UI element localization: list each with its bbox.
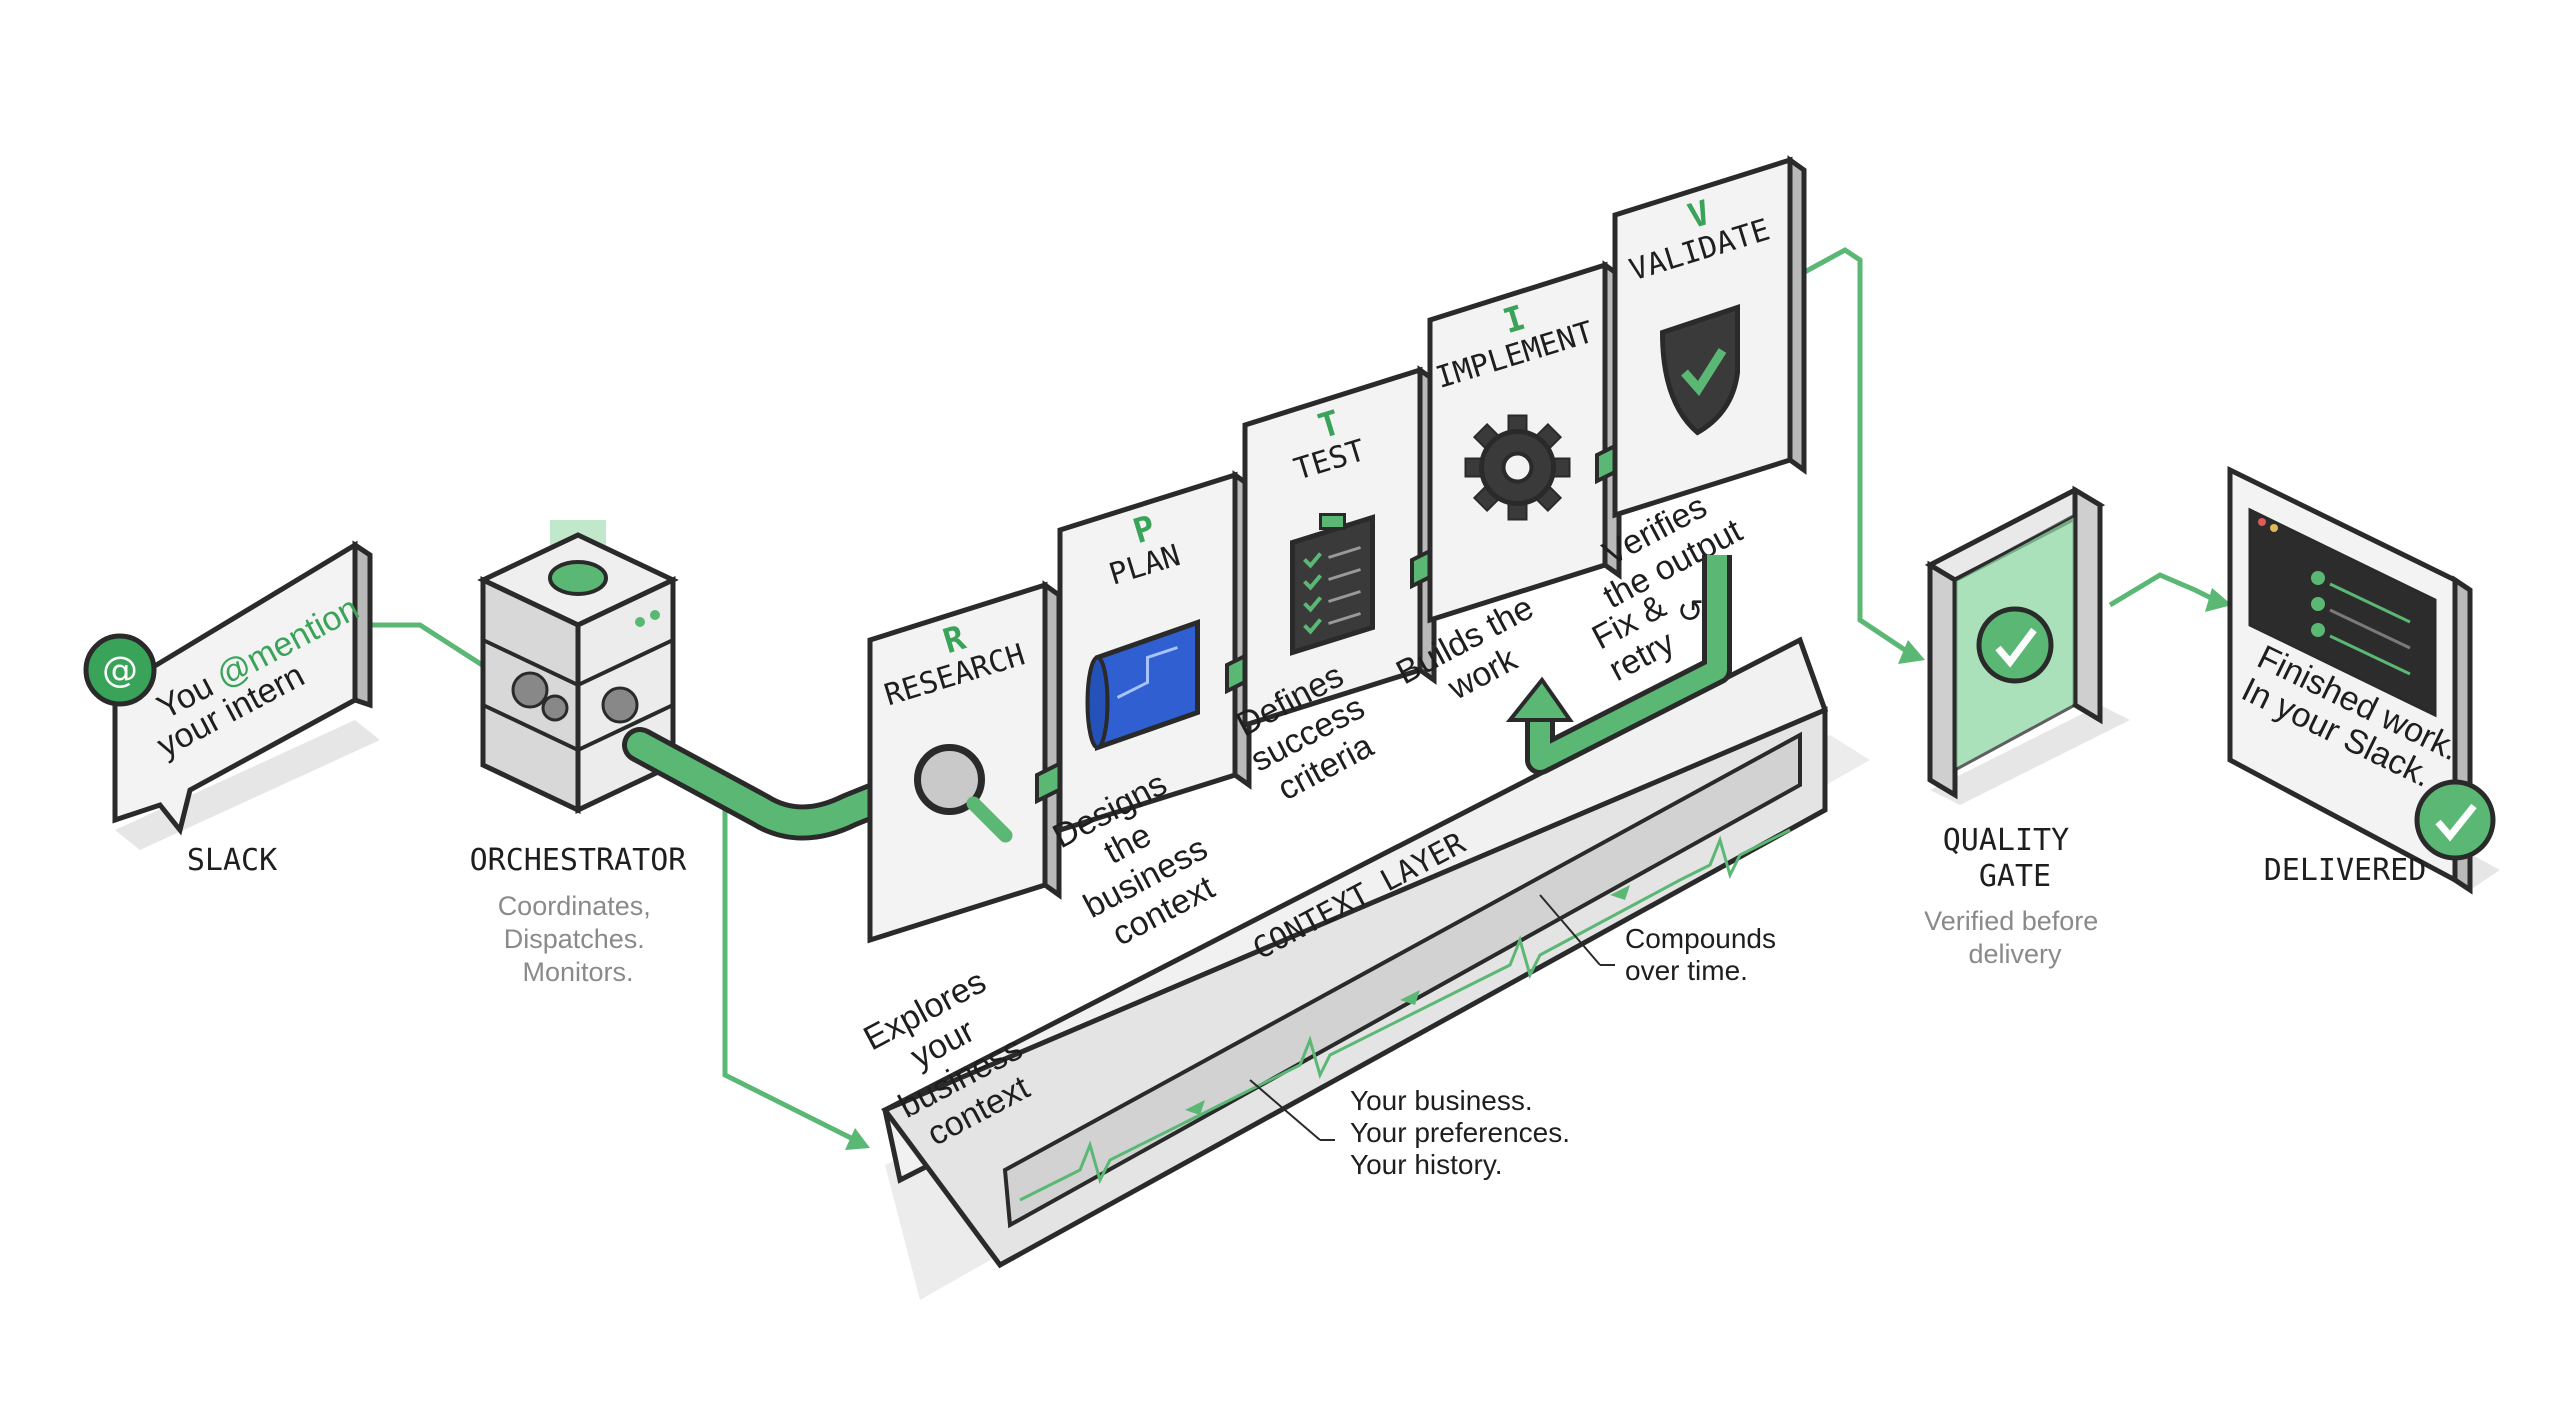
flow-arrow-orchestrator-to-research-fill xyxy=(627,732,888,836)
screen-item-icon-2 xyxy=(2311,597,2325,611)
context-flow-arrow-3 xyxy=(1610,885,1630,900)
note-compounds-leader xyxy=(1539,894,1601,966)
check-badge-icon xyxy=(2414,779,2496,861)
note-your: Your business. Your preferences. Your hi… xyxy=(1350,1085,1578,1180)
stage-cards: RRESEARCHExploresyourbusinesscontextPPLA… xyxy=(858,155,1807,1153)
magnifier-icon xyxy=(914,744,1013,843)
screen-item-line-2 xyxy=(2329,608,2411,650)
arrowhead-gate xyxy=(1898,640,1925,664)
orchestrator-beacon xyxy=(548,560,608,596)
context-flow-arrow-1 xyxy=(1185,1100,1205,1115)
gate-right-post xyxy=(2072,485,2103,725)
check-badge-mark xyxy=(2435,803,2477,842)
status-led-icon xyxy=(650,610,660,620)
quality-gate-caption: QUALITY GATE xyxy=(1943,823,2088,894)
note-your-leader xyxy=(1249,1079,1321,1141)
slack-bubble xyxy=(112,540,358,836)
context-flow-arrow-2 xyxy=(1400,990,1420,1005)
screen-item-line xyxy=(2329,582,2411,624)
gear-icon xyxy=(511,671,549,709)
orch-divider-4 xyxy=(577,703,674,752)
check-circle-icon xyxy=(1976,606,2054,684)
quality-gate-sub: Verified before delivery xyxy=(1924,906,2106,969)
edge-orchestrator-to-context xyxy=(722,805,867,1148)
clipboard-checklist-icon xyxy=(1290,513,1375,656)
context-signal-line xyxy=(1019,828,1791,1202)
gate-left-post xyxy=(1927,560,1958,800)
gear-icon-2 xyxy=(541,694,569,722)
shield-check-icon xyxy=(1659,304,1740,436)
orchestrator-node: ORCHESTRATOR Coordinates, Dispatches. Mo… xyxy=(470,520,688,987)
context-layer: CONTEXT LAYER Compounds over time. Your … xyxy=(881,636,1870,1300)
retry-arrowhead xyxy=(1505,676,1574,722)
edge-slack-to-orchestrator xyxy=(355,622,492,673)
orch-divider-1 xyxy=(482,638,579,687)
slack-node: @ You @mention your intern SLACK xyxy=(83,540,380,878)
screen-item-icon-3 xyxy=(2311,623,2325,637)
orch-divider-3 xyxy=(482,703,579,752)
retry-arrow xyxy=(1530,555,1727,770)
orch-divider-2 xyxy=(577,638,674,687)
stage-description: Definessuccesscriteria xyxy=(1227,655,1389,813)
blueprint-icon xyxy=(1085,618,1200,752)
status-led-icon-2 xyxy=(635,617,645,627)
edge-gate-to-delivered xyxy=(2108,572,2217,608)
window-dot-icon-2 xyxy=(2270,524,2278,532)
window-dot-icon xyxy=(2258,518,2266,526)
check-mark xyxy=(1995,627,2037,668)
slack-caption: SLACK xyxy=(187,843,277,878)
arrowhead-context xyxy=(845,1128,870,1150)
screen-item-icon xyxy=(2311,571,2325,585)
delivered-node: Finished work. In your Slack. DELIVERED xyxy=(2227,465,2500,895)
note-compounds: Compounds over time. xyxy=(1625,923,1784,986)
edge-validate-to-gate xyxy=(1788,247,1907,653)
retry-icon: ↺ xyxy=(1677,592,1704,630)
at-icon-glyph: @ xyxy=(102,650,138,691)
arrowhead-delivered xyxy=(2205,588,2232,612)
gear-icon-3 xyxy=(601,686,639,724)
retry-loop: Fix & retry ↺ xyxy=(1505,555,1732,775)
orchestrator-sub: Coordinates, Dispatches. Monitors. xyxy=(498,891,659,987)
orchestrator-caption: ORCHESTRATOR xyxy=(470,843,688,878)
gear-icon xyxy=(1464,414,1571,521)
connectors xyxy=(355,247,2232,1150)
screen-item-line-3 xyxy=(2329,634,2411,676)
gate-shadow xyxy=(1930,705,2130,805)
at-icon xyxy=(83,633,157,707)
delivered-caption: DELIVERED xyxy=(2264,853,2427,888)
quality-gate-node: QUALITY GATE Verified before delivery xyxy=(1924,485,2130,969)
